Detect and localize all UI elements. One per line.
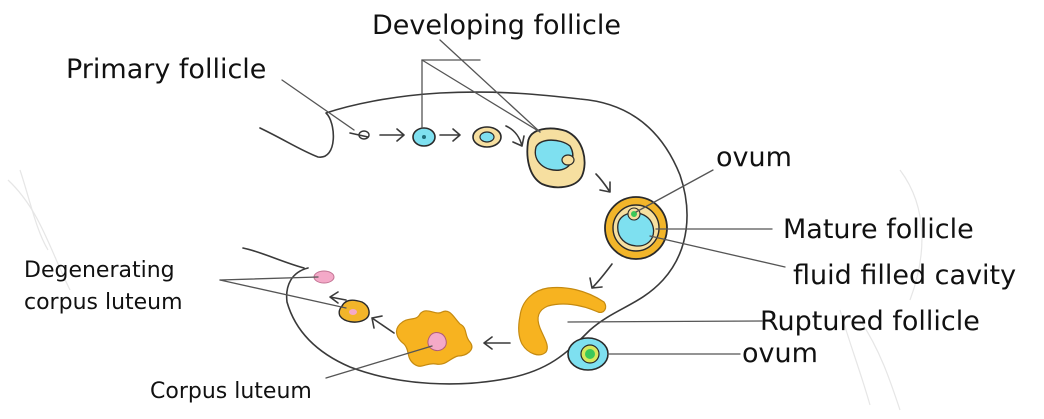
degenerating-corpus-luteum-small	[338, 299, 370, 323]
primary-follicle	[349, 130, 370, 140]
developing-follicle-2	[472, 126, 502, 148]
mature-follicle-label: Mature follicle	[783, 214, 974, 245]
ruptured-follicle-label: Ruptured follicle	[760, 306, 980, 337]
ovum-top-label: ovum	[716, 142, 792, 173]
progression-arrows	[329, 125, 613, 350]
mature-follicle	[604, 196, 668, 260]
ovary-outline	[242, 91, 688, 385]
developing-follicle-1	[412, 127, 436, 147]
pointer-lines	[219, 39, 786, 379]
background-sketch	[7, 169, 923, 411]
developing-follicle-label: Developing follicle	[372, 10, 621, 41]
degenerating-label-line1: Degenerating	[24, 258, 175, 283]
fluid-filled-cavity-label: fluid filled cavity	[793, 260, 1016, 291]
primary-follicle-label: Primary follicle	[66, 54, 266, 85]
ovum-bottom-label: ovum	[742, 338, 818, 369]
labels: Developing follicle Primary follicle ovu…	[24, 10, 1016, 404]
ruptured-follicle	[518, 286, 607, 356]
degenerating-label-line2: corpus luteum	[24, 290, 183, 315]
corpus-luteum	[395, 310, 473, 367]
developing-follicle-3	[526, 127, 586, 189]
released-ovum	[567, 337, 609, 371]
corpus-luteum-label: Corpus luteum	[150, 379, 312, 404]
